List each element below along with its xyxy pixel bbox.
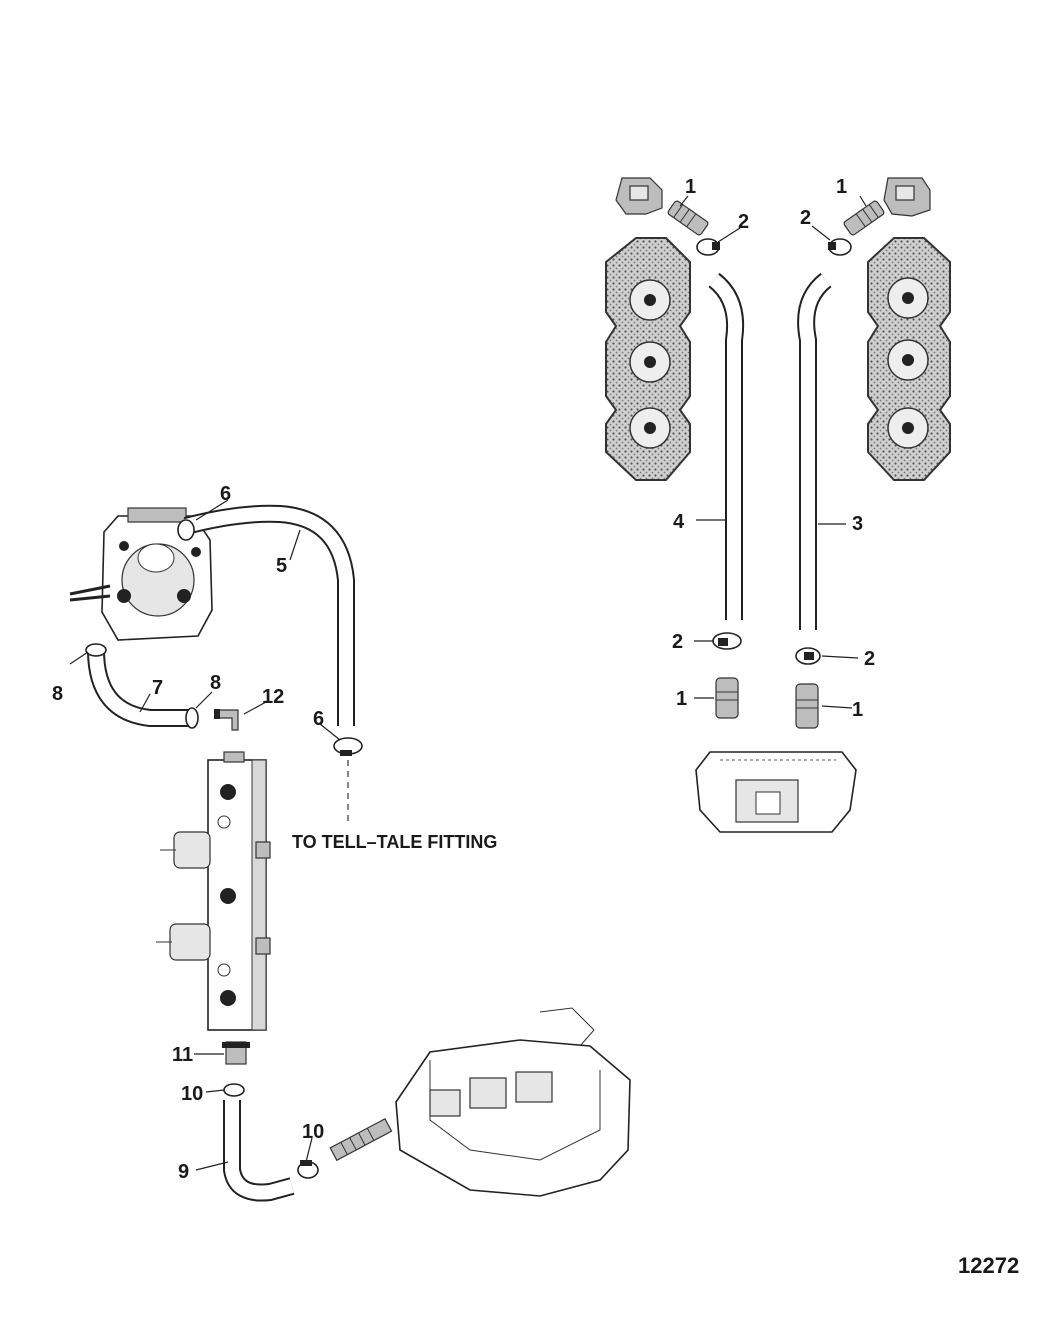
callout-2-top-left: 2 (738, 211, 749, 233)
fitting-bottom-right (795, 683, 819, 729)
callout-12: 12 (262, 686, 284, 708)
elbow-fitting-12 (214, 709, 239, 731)
threaded-fitting (329, 1117, 393, 1162)
callout-4: 4 (673, 511, 685, 533)
callout-1-bottom-left: 1 (676, 688, 687, 710)
callout-2-bottom-left: 2 (672, 631, 683, 653)
powerhead-block (395, 1007, 631, 1197)
clamp-8-left (85, 643, 107, 657)
callout-2-bottom-right: 2 (864, 648, 875, 670)
water-manifold (207, 751, 271, 1031)
callout-6-bottom: 6 (313, 708, 324, 730)
fitting-bottom-left (715, 677, 739, 719)
clamp-bottom-right (795, 647, 821, 665)
callout-3: 3 (852, 513, 863, 535)
hose-5 (183, 504, 355, 726)
clamp-6-top (177, 519, 195, 541)
hose-7 (87, 649, 190, 727)
callout-2-top-right: 2 (800, 207, 811, 229)
clamp-bottom-left (712, 632, 742, 650)
pressure-valve-body (69, 507, 213, 641)
clamp-10-lower (297, 1160, 319, 1179)
left-outlet-housing (615, 177, 663, 215)
fitting-11 (222, 1041, 250, 1065)
lower-water-housing (695, 751, 857, 833)
callout-11: 11 (172, 1044, 193, 1066)
manifold-valve-upper (160, 831, 211, 869)
fitting-top-left (667, 200, 709, 236)
callout-1-top-left: 1 (685, 176, 696, 198)
clamp-6-bottom (333, 737, 363, 756)
clamp-top-left (696, 238, 720, 256)
hose-9 (223, 1100, 295, 1202)
callout-10-lower: 10 (302, 1121, 324, 1143)
clamp-top-right (828, 238, 852, 256)
callout-8-right: 8 (210, 672, 221, 694)
callout-9: 9 (178, 1161, 189, 1183)
manifold-valve-lower (156, 923, 211, 961)
callout-5: 5 (276, 555, 287, 577)
clamp-8-right (185, 707, 199, 729)
callout-7: 7 (152, 677, 163, 699)
hose-4 (708, 272, 745, 620)
right-outlet-housing (883, 177, 931, 217)
leader-lines (69, 195, 867, 1171)
hose-3 (797, 272, 832, 630)
callout-1-top-right: 1 (836, 176, 847, 198)
callout-1-bottom-right: 1 (852, 699, 863, 721)
callout-8-left: 8 (52, 683, 63, 705)
fitting-top-right (843, 200, 885, 236)
clamp-10-upper (223, 1083, 245, 1097)
callout-10-upper: 10 (181, 1083, 203, 1105)
callout-6-top: 6 (220, 483, 231, 505)
figure-number: 12272 (958, 1253, 1019, 1278)
tell-tale-note: TO TELL–TALE FITTING (292, 832, 497, 852)
left-cylinder-head (605, 237, 691, 481)
right-cylinder-head (867, 237, 951, 481)
